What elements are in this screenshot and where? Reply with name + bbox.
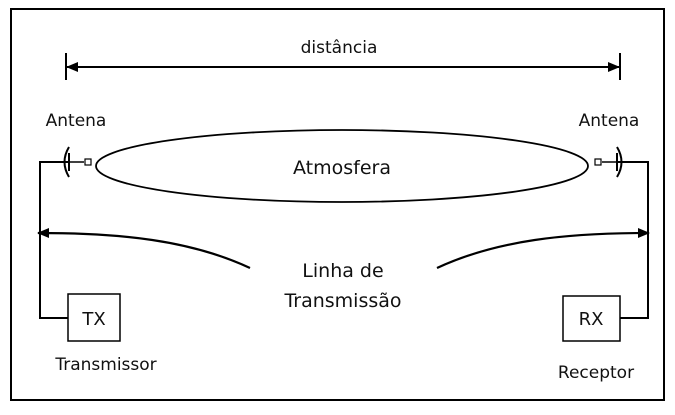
atmosphere-ellipse: [95, 129, 589, 203]
rx-feed-line: [617, 161, 649, 319]
transmission-line-label-2: Transmissão: [283, 290, 401, 312]
rx-box: [562, 295, 621, 342]
transmission-arrow-right: [436, 228, 650, 269]
antenna-left-label: Antena: [46, 111, 107, 131]
tx-feed-line: [39, 161, 69, 319]
transmission-arrow-left: [37, 228, 251, 269]
antenna-right-feed-tip: [594, 158, 602, 166]
rx-caption: Receptor: [558, 363, 634, 383]
transmission-line-label-1: Linha de: [302, 260, 383, 282]
tx-caption: Transmissor: [54, 355, 156, 375]
tx-box: [67, 293, 121, 342]
distance-label: distância: [301, 38, 378, 58]
atmosphere-label: Atmosfera: [293, 157, 391, 179]
rx-block: RX: [562, 295, 621, 342]
antenna-left-feed-tip: [84, 158, 92, 166]
diagram-frame: [10, 8, 665, 401]
antenna-right-label: Antena: [579, 111, 640, 131]
tx-block: TX: [67, 293, 121, 342]
tx-label: TX: [81, 309, 105, 330]
rx-label: RX: [579, 309, 604, 330]
distance-dimension: distância: [65, 38, 621, 80]
